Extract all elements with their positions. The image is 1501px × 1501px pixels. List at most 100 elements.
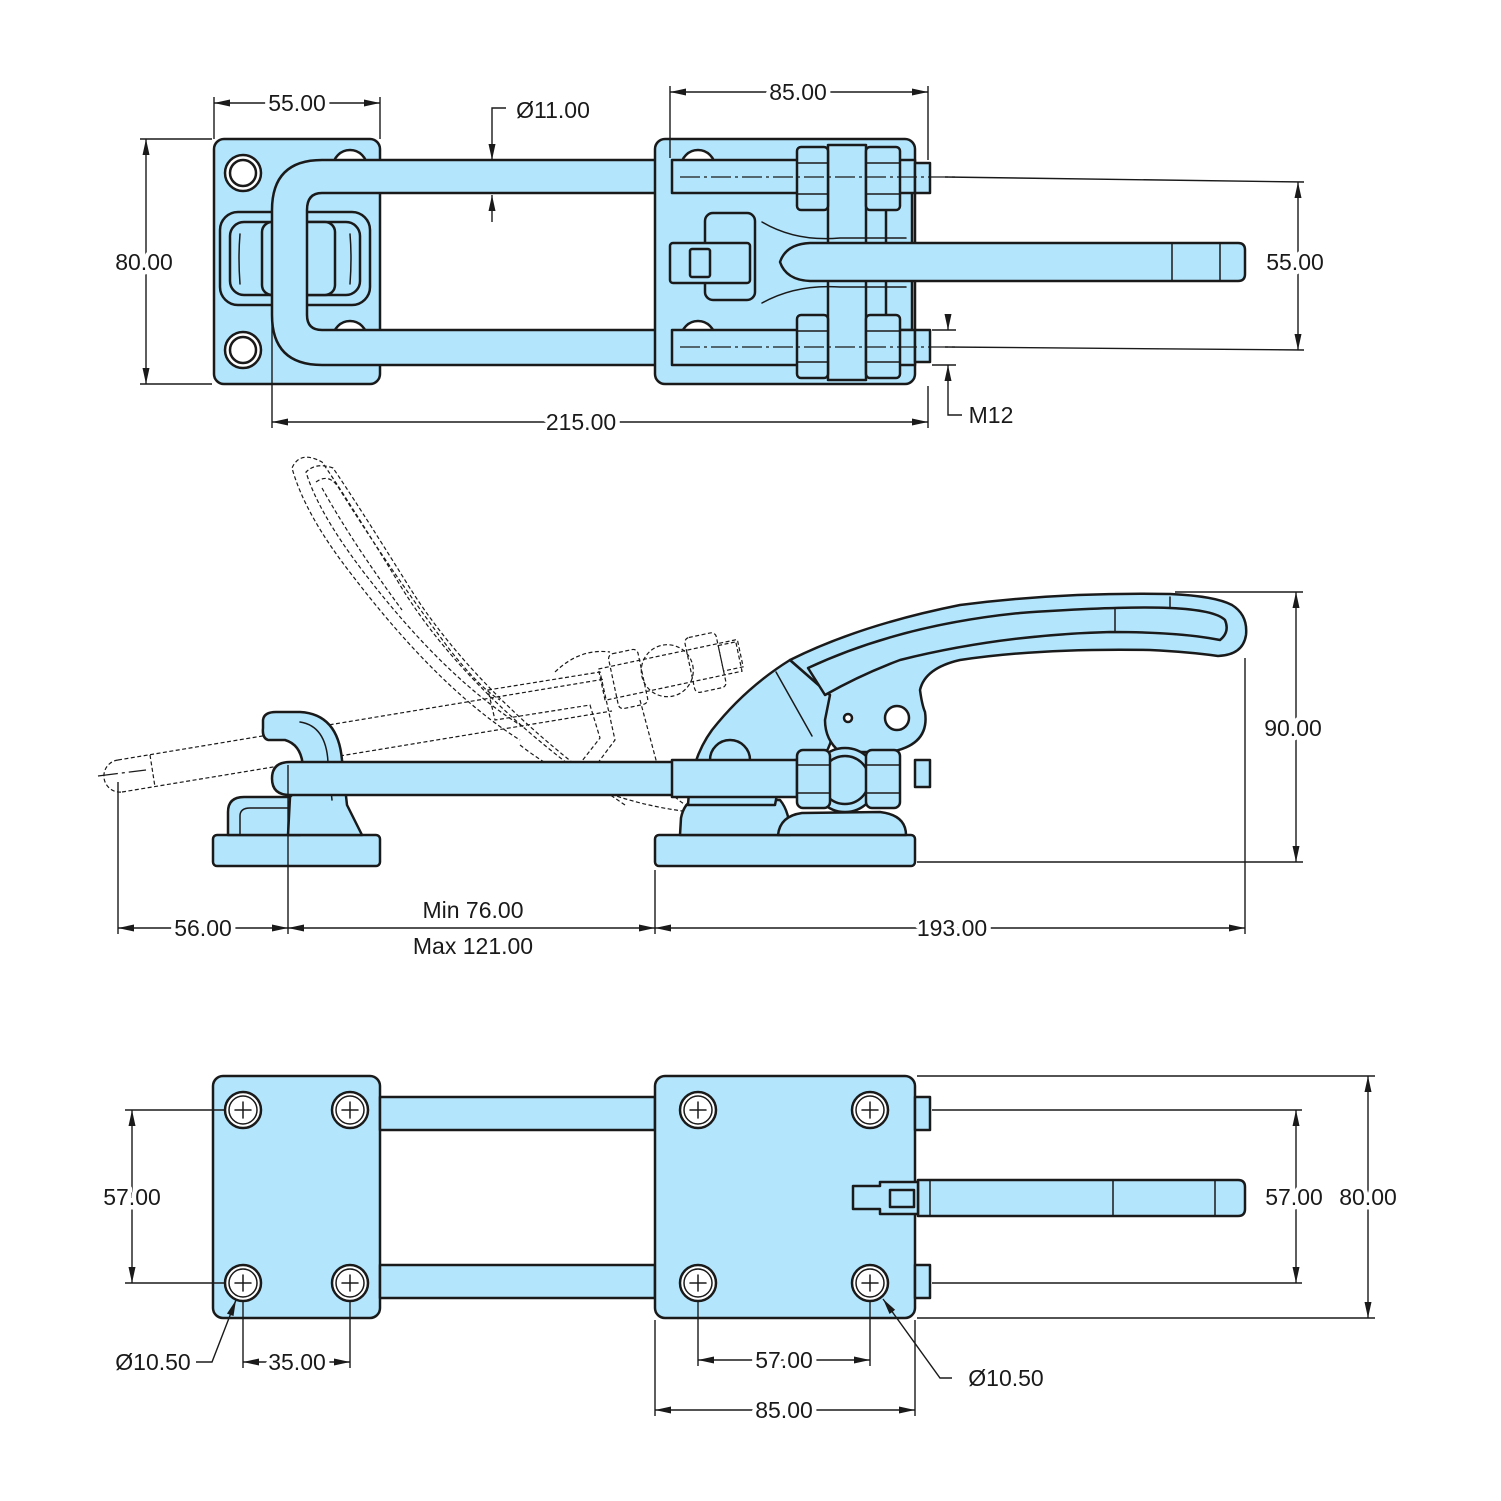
- nut-flat-lines: [865, 330, 901, 363]
- hole-bore: [228, 335, 258, 365]
- hole-center-mark: [341, 1274, 359, 1292]
- mounting-hole: [223, 153, 263, 193]
- phantom-rod-end-line: [149, 754, 156, 788]
- dim-ext-line: [669, 86, 929, 160]
- dim-ext-line: [125, 1109, 226, 1284]
- lever-link-edge: [775, 671, 813, 737]
- mounting-hole: [678, 1263, 718, 1303]
- dim-ext-line: [654, 1320, 916, 1416]
- dim-right-hole-spacing-y: 57.00: [1265, 1184, 1323, 1210]
- hole-center-mark: [234, 1274, 252, 1292]
- dim-right-plate-width: 85.00: [755, 1397, 813, 1423]
- hole-bore: [683, 1268, 713, 1298]
- handle-grip-lines: [929, 1179, 1216, 1217]
- dim-right-plate-width: 85.00: [769, 79, 827, 105]
- phantom-handle-inner: [305, 465, 616, 796]
- dim-ext-line: [932, 329, 956, 366]
- nut-flat-lines: [796, 764, 831, 794]
- cam-plate-curve: [761, 221, 907, 304]
- phantom-ball: [640, 644, 694, 698]
- mounting-hole: [223, 330, 263, 370]
- dim-leader-thread: [944, 365, 962, 416]
- lever-grip-slot: [806, 606, 1228, 697]
- u-bolt-rod: [270, 760, 682, 797]
- hole-center-mark: [861, 1274, 879, 1292]
- clamp-handle: [778, 241, 1247, 283]
- phantom-bolt-stub: [717, 640, 744, 672]
- dim-ext-line: [697, 1302, 871, 1366]
- mounting-hole: [850, 1090, 890, 1130]
- phantom-nut: [684, 632, 727, 693]
- nut-flat-lines: [796, 330, 829, 363]
- lever-grip-lines: [1114, 596, 1171, 633]
- dim-rod-spacing: 55.00: [1266, 249, 1324, 275]
- u-bolt-rod: [378, 1263, 657, 1300]
- hole-bore: [228, 1268, 258, 1298]
- mounting-hole: [678, 1090, 718, 1130]
- left-base-plate: [211, 1074, 382, 1320]
- dim-ext-line: [140, 138, 212, 385]
- nut-body: [795, 748, 832, 810]
- hole-bore: [683, 1095, 713, 1125]
- dim-right-hole-spacing-x: 57.00: [755, 1347, 813, 1373]
- dim-range-max: Max 121.00: [413, 933, 533, 959]
- hex-nut: [864, 748, 902, 810]
- nut-flat-lines: [796, 162, 829, 195]
- top-view: 55.00 Ø11.00 85.00 80.00 55.00 215.00 M1…: [111, 75, 1329, 440]
- bolt-stub: [913, 328, 932, 364]
- left-base-boss-edge: [239, 807, 293, 836]
- bolt-stub: [913, 1095, 932, 1132]
- nut-flat-lines: [865, 162, 901, 195]
- hole-center-mark: [341, 1101, 359, 1119]
- hole-bore: [855, 1095, 885, 1125]
- phantom-threaded-end: [597, 639, 743, 701]
- bolt-stub: [913, 161, 932, 195]
- hex-nut: [795, 145, 830, 212]
- phantom-handle-outer: [291, 456, 626, 806]
- hole-center-mark: [861, 1101, 879, 1119]
- dim-rod-diameter: Ø11.00: [516, 97, 590, 123]
- dim-left-plate-width: 55.00: [268, 90, 326, 116]
- dim-overall-length: 215.00: [546, 409, 616, 435]
- nut-body: [864, 145, 902, 212]
- dim-leader-right-hole-diameter: [882, 1298, 952, 1379]
- bottom-view: 57.00 57.00 80.00 Ø10.50 35.00 57.00 Ø10…: [99, 1074, 1401, 1428]
- u-bolt-rod: [270, 158, 674, 367]
- dim-ext-line: [944, 176, 1305, 351]
- dim-plate-height: 80.00: [115, 249, 173, 275]
- open-position-phantom: [97, 456, 744, 813]
- phantom-rod: [103, 678, 613, 793]
- hole-bore: [335, 1095, 365, 1125]
- dim-leader-left-hole-diameter: [196, 1299, 237, 1363]
- handle-grip-lines: [1171, 242, 1221, 282]
- nut-body: [795, 145, 830, 212]
- hole-center-mark: [689, 1101, 707, 1119]
- clevis-pin-slot: [888, 1188, 916, 1209]
- hex-nut: [795, 748, 832, 810]
- dim-ext-line: [271, 312, 929, 428]
- clevis-pin-slot: [688, 247, 712, 279]
- dim-hook-offset: 56.00: [174, 915, 232, 941]
- mounting-hole: [223, 1090, 263, 1130]
- lever-pivot-hole: [883, 704, 911, 732]
- right-base-plate: [653, 833, 917, 868]
- dim-left-hole-spacing-x: 35.00: [268, 1349, 326, 1375]
- nut-flat-lines: [865, 764, 901, 794]
- hole-center-mark: [234, 1101, 252, 1119]
- bolt-stub: [913, 1263, 932, 1300]
- phantom-nut: [607, 648, 649, 710]
- hole-bore: [228, 158, 258, 188]
- mounting-hole: [850, 1263, 890, 1303]
- dim-ext-line: [917, 1075, 1375, 1319]
- side-view: 90.00 56.00 Min 76.00 Max 121.00 193.00: [97, 456, 1326, 964]
- rod-centerline: [680, 176, 955, 348]
- lever-small-hole: [842, 712, 854, 724]
- phantom-nut-assembly: [597, 632, 744, 710]
- mounting-hole: [223, 1263, 263, 1303]
- dim-leader-rod-diameter: [488, 107, 506, 160]
- clamp-handle: [916, 1178, 1247, 1218]
- dim-plate-height: 80.00: [1339, 1184, 1397, 1210]
- dim-ext-line: [917, 591, 1303, 863]
- dim-left-hole-diameter: Ø10.50: [115, 1349, 190, 1375]
